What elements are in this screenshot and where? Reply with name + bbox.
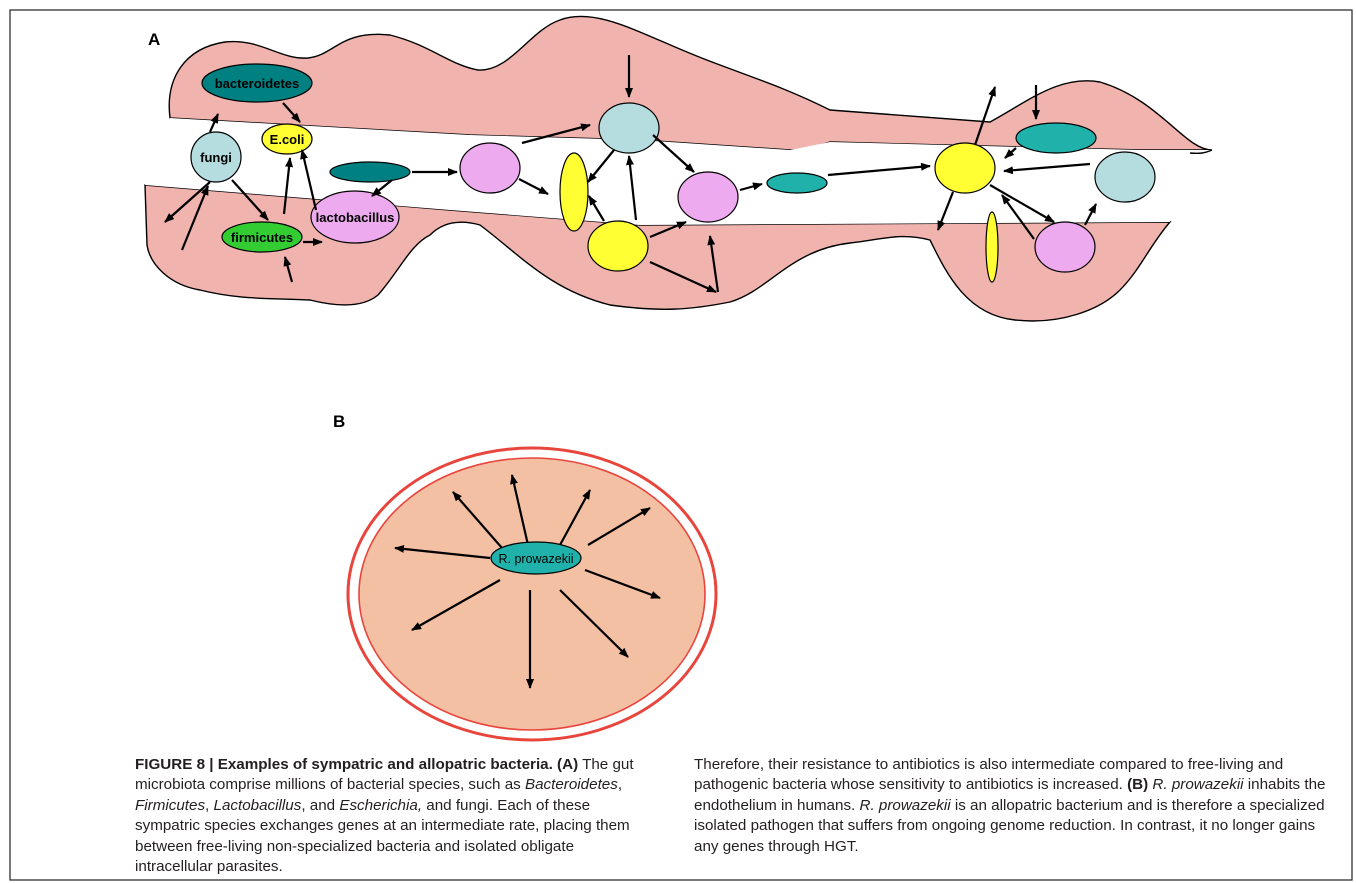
panel-b: B R. prowazekii [333,412,716,740]
pink-node-1 [460,143,520,193]
caption-text: , [618,776,622,793]
pink-node-2 [678,172,738,222]
panel-a-label: A [148,30,160,49]
caption-lead: FIGURE 8 | Examples of sympatric and all… [135,756,578,773]
caption-taxon: R. prowazekii [1152,776,1243,793]
teal-node-2 [767,173,827,193]
caption-taxon: Firmicutes [135,797,205,814]
yellow-node-tall-2 [986,212,998,282]
caption-taxon: Escherichia, [339,797,422,814]
panel-b-label: B [333,412,345,431]
pink-node-3 [1035,222,1095,272]
panel-a: A bacteroidetes fungi E.coli firmicutes … [145,16,1212,321]
lactobacillus-label: lactobacillus [316,210,395,225]
caption-panel-ref: (B) [1127,776,1148,793]
caption-text: , and [301,797,339,814]
host-cell-inner [359,458,705,730]
figure-caption-right: Therefore, their resistance to antibioti… [694,755,1342,857]
teal-node-1 [330,162,410,182]
ecoli-label: E.coli [270,132,305,147]
lightblue-node-2 [1095,152,1155,202]
caption-text: , [205,797,213,814]
yellow-node-tall-1 [560,153,588,231]
caption-taxon: Lactobacillus [214,797,302,814]
lightblue-node-1 [599,103,659,153]
fungi-label: fungi [200,150,232,165]
yellow-node-2 [935,143,995,193]
caption-taxon: Bacteroidetes [525,776,618,793]
caption-taxon: R. prowazekii [859,797,950,814]
yellow-node-1 [588,221,648,271]
r-prowazekii-label: R. prowazekii [498,552,573,566]
teal-node-3 [1016,123,1096,153]
figure-caption-left: FIGURE 8 | Examples of sympatric and all… [135,755,655,877]
firmicutes-label: firmicutes [231,230,293,245]
bacteroidetes-label: bacteroidetes [215,76,300,91]
